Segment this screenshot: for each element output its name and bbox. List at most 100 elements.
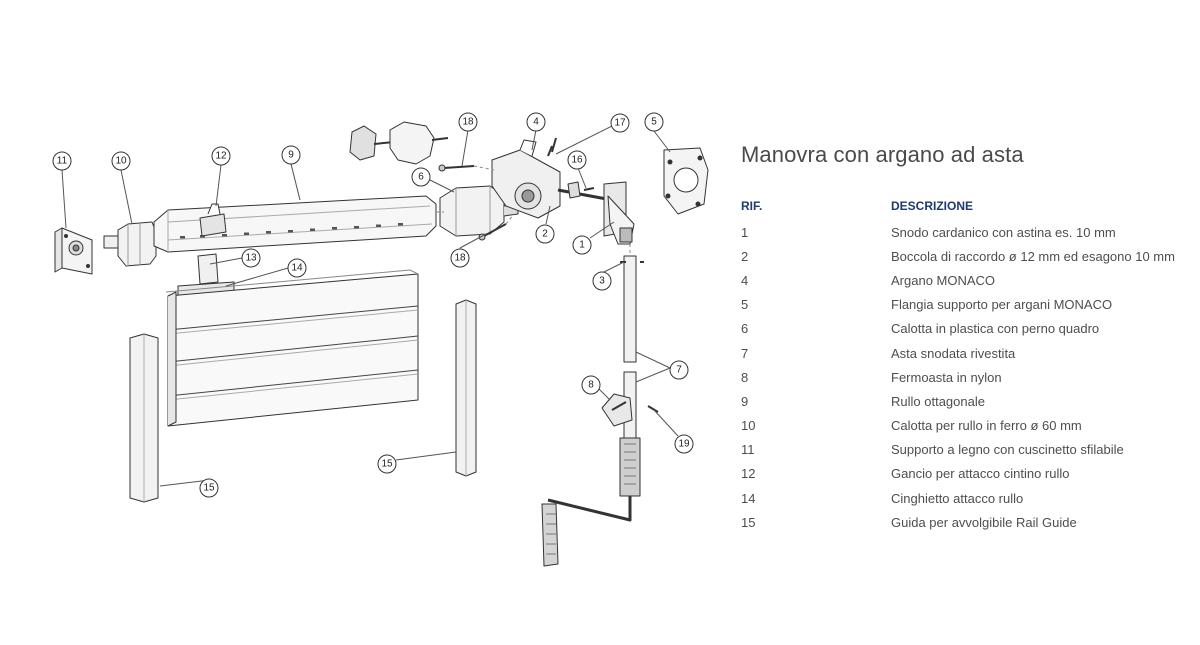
exploded-parts-diagram: 11 10 12 9 13 14 18 18 6 4 17 16 5 2 1 3…	[52, 112, 709, 567]
callout-8: 8	[581, 375, 601, 395]
callout-17: 17	[610, 113, 630, 133]
callout-4: 4	[526, 112, 546, 132]
svg-text:6: 6	[418, 172, 424, 183]
parts-table: RIF. DESCRIZIONE 1 Snodo cardanico con as…	[741, 198, 1175, 534]
part-description: Gancio per attacco cintino rullo	[891, 466, 1070, 482]
callout-10: 10	[111, 151, 131, 171]
svg-text:15: 15	[381, 459, 393, 470]
part-description: Fermoasta in nylon	[891, 369, 1002, 385]
screw-19-part	[647, 405, 659, 413]
roller-end-cap-part	[103, 221, 157, 267]
svg-text:15: 15	[203, 483, 215, 494]
rail-guide-left-part	[129, 333, 159, 503]
callout-15-left: 15	[199, 478, 219, 498]
assembly-guides	[436, 165, 631, 256]
plastic-cap-lower-part	[439, 185, 519, 237]
table-row: 4 Argano MONACO	[741, 268, 1175, 292]
strap-hook-part	[199, 203, 227, 237]
table-row: 7 Asta snodata rivestita	[741, 341, 1175, 365]
part-ref: 10	[741, 418, 756, 434]
svg-text:18: 18	[454, 253, 466, 264]
part-ref: 12	[741, 466, 756, 482]
callout-15-right: 15	[377, 454, 397, 474]
screw-upper-part	[443, 165, 475, 169]
header-description: DESCRIZIONE	[891, 199, 974, 213]
callout-3: 3	[592, 271, 612, 291]
svg-text:3: 3	[599, 276, 605, 287]
svg-text:19: 19	[678, 439, 690, 450]
octagonal-roller-part	[153, 195, 437, 253]
table-row: 14 Cinghietto attacco rullo	[741, 486, 1175, 510]
part-description: Asta snodata rivestita	[891, 345, 1016, 361]
header-ref: RIF.	[741, 199, 763, 213]
table-row: 8 Fermoasta in nylon	[741, 365, 1175, 389]
coupling-bush-part	[557, 181, 613, 202]
callout-9: 9	[281, 145, 301, 165]
part-ref: 6	[741, 321, 749, 337]
rail-guide-right-part	[455, 299, 477, 477]
callout-18-lower: 18	[450, 248, 470, 268]
part-description: Supporto a legno con cuscinetto sfilabil…	[891, 442, 1124, 458]
part-description: Rullo ottagonale	[891, 393, 985, 409]
svg-text:9: 9	[288, 150, 294, 161]
part-ref: 5	[741, 297, 749, 313]
table-row: 5 Flangia supporto per argani MONACO	[741, 293, 1175, 317]
callout-18-upper: 18	[458, 112, 478, 132]
callout-13: 13	[241, 248, 261, 268]
support-bracket-part	[54, 227, 93, 275]
part-ref: 2	[741, 248, 749, 264]
nylon-rod-stop-part	[601, 393, 633, 427]
pin-16-part	[583, 187, 595, 191]
part-ref: 9	[741, 393, 749, 409]
part-description: Guida per avvolgibile Rail Guide	[891, 514, 1077, 530]
plastic-cap-upper-part	[349, 121, 449, 165]
part-ref: 11	[741, 442, 755, 458]
callout-19: 19	[674, 434, 694, 454]
callout-7: 7	[669, 360, 689, 380]
table-row: 1 Snodo cardanico con astina es. 10 mm	[741, 220, 1175, 244]
table-row: 9 Rullo ottagonale	[741, 389, 1175, 413]
callout-12: 12	[211, 146, 231, 166]
table-header-row: RIF. DESCRIZIONE	[741, 198, 1175, 220]
part-ref: 15	[741, 514, 756, 530]
table-row: 11 Supporto a legno con cuscinetto sfilab…	[741, 438, 1175, 462]
part-ref: 1	[741, 224, 749, 240]
part-ref: 7	[741, 345, 749, 361]
callout-5: 5	[644, 112, 664, 132]
screw-lower-part	[483, 223, 507, 237]
svg-text:10: 10	[115, 156, 127, 167]
table-row: 15 Guida per avvolgibile Rail Guide	[741, 510, 1175, 534]
callout-11: 11	[52, 151, 72, 171]
part-description: Snodo cardanico con astina es. 10 mm	[891, 224, 1116, 240]
svg-text:1: 1	[579, 240, 585, 251]
table-row: 12 Gancio per attacco cintino rullo	[741, 462, 1175, 486]
part-ref: 8	[741, 369, 749, 385]
part-ref: 4	[741, 272, 749, 288]
pin-17-part	[547, 145, 553, 157]
part-description: Boccola di raccordo ø 12 mm ed esagono 1…	[891, 248, 1175, 264]
table-row: 10 Calotta per rullo in ferro ø 60 mm	[741, 414, 1175, 438]
table-row: 6 Calotta in plastica con perno quadro	[741, 317, 1175, 341]
part-description: Calotta per rullo in ferro ø 60 mm	[891, 418, 1082, 434]
winch-flange-part	[663, 147, 709, 215]
shutter-slats	[165, 269, 419, 427]
svg-text:4: 4	[533, 117, 539, 128]
svg-text:16: 16	[571, 155, 583, 166]
svg-text:12: 12	[215, 151, 227, 162]
leader-lines	[61, 125, 679, 487]
part-description: Flangia supporto per argani MONACO	[891, 297, 1113, 313]
svg-text:11: 11	[57, 156, 68, 167]
part-description: Argano MONACO	[891, 272, 996, 288]
svg-text:14: 14	[291, 263, 303, 274]
callout-6: 6	[411, 167, 431, 187]
svg-text:8: 8	[588, 380, 594, 391]
universal-joint-part	[603, 181, 635, 245]
svg-text:17: 17	[614, 118, 626, 129]
part-description: Calotta in plastica con perno quadro	[891, 321, 1100, 337]
part-description: Cinghietto attacco rullo	[891, 490, 1024, 506]
callout-16: 16	[567, 150, 587, 170]
svg-text:7: 7	[676, 365, 682, 376]
part-ref: 14	[741, 490, 756, 506]
svg-text:13: 13	[245, 253, 257, 264]
callout-2: 2	[535, 224, 555, 244]
